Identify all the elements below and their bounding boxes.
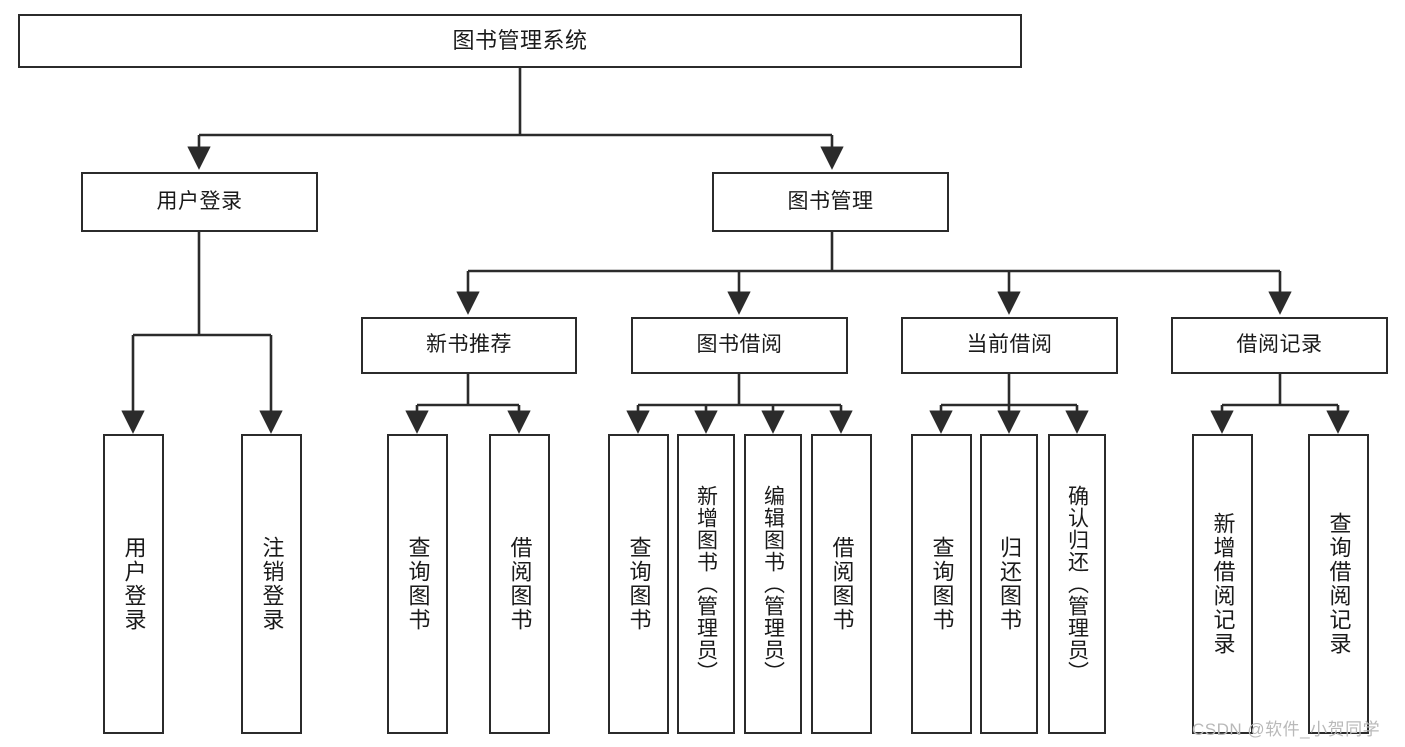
node-label: 借阅记录 [1236, 333, 1323, 357]
node-label: 查询图书 [626, 536, 652, 632]
node-book-borrow[interactable]: 图书借阅 [631, 317, 848, 374]
leaf-borrow-add-book-admin[interactable]: 新增图书（管理员） [677, 434, 735, 734]
node-label: 借阅图书 [507, 536, 533, 632]
node-current-borrow[interactable]: 当前借阅 [901, 317, 1118, 374]
node-label: 查询图书 [929, 536, 955, 632]
leaf-borrow-edit-book-admin[interactable]: 编辑图书（管理员） [744, 434, 802, 734]
node-label: 用户登录 [121, 536, 147, 632]
node-label: 图书管理 [787, 189, 874, 213]
node-root-system[interactable]: 图书管理系统 [18, 14, 1022, 68]
node-new-book-recommend[interactable]: 新书推荐 [361, 317, 577, 374]
node-label: 编辑图书（管理员） [761, 485, 785, 683]
node-label: 借阅图书 [829, 536, 855, 632]
leaf-borrow-query-book[interactable]: 查询图书 [608, 434, 669, 734]
node-label: 归还图书 [997, 536, 1022, 632]
node-label: 确认归还（管理员） [1065, 485, 1089, 683]
node-label: 新书推荐 [426, 333, 512, 357]
node-label: 当前借阅 [966, 333, 1053, 357]
node-label: 新增图书（管理员） [694, 485, 718, 683]
leaf-borrow-borrow-book[interactable]: 借阅图书 [811, 434, 872, 734]
node-book-management[interactable]: 图书管理 [712, 172, 949, 232]
node-label: 图书借阅 [696, 333, 783, 357]
leaf-new-book-query[interactable]: 查询图书 [387, 434, 448, 734]
node-borrow-record[interactable]: 借阅记录 [1171, 317, 1388, 374]
node-user-login[interactable]: 用户登录 [81, 172, 318, 232]
leaf-record-query-record[interactable]: 查询借阅记录 [1308, 434, 1369, 734]
node-label: 查询借阅记录 [1326, 512, 1352, 656]
leaf-current-return-book[interactable]: 归还图书 [980, 434, 1038, 734]
leaf-current-query-book[interactable]: 查询图书 [911, 434, 972, 734]
node-label: 图书管理系统 [452, 28, 588, 54]
leaf-user-login-signout[interactable]: 注销登录 [241, 434, 302, 734]
node-label: 新增借阅记录 [1210, 512, 1236, 656]
node-label: 注销登录 [259, 536, 285, 632]
node-label: 用户登录 [156, 189, 243, 213]
node-label: 查询图书 [405, 536, 431, 632]
leaf-user-login-signin[interactable]: 用户登录 [103, 434, 164, 734]
leaf-record-add-record[interactable]: 新增借阅记录 [1192, 434, 1253, 734]
leaf-new-book-borrow[interactable]: 借阅图书 [489, 434, 550, 734]
leaf-current-confirm-return-admin[interactable]: 确认归还（管理员） [1048, 434, 1106, 734]
